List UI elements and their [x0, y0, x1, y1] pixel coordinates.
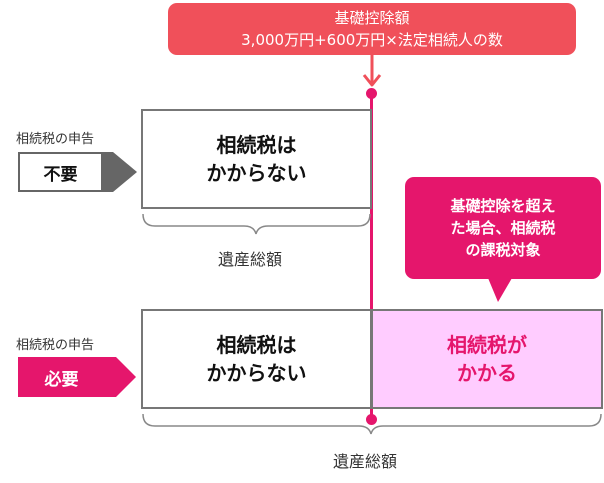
- basic-deduction-callout: 基礎控除額 3,000万円+600万円×法定相続人の数: [168, 3, 576, 55]
- taxable-callout: 基礎控除を超え た場合、相続税 の課税対象: [405, 177, 601, 279]
- brace-row1: [142, 213, 371, 235]
- threshold-dot-top: [366, 88, 377, 99]
- taxed-box-row2: 相続税が かかる: [371, 309, 603, 409]
- brace-row2: [142, 413, 602, 435]
- taxable-callout-line2: た場合、相続税: [450, 219, 556, 237]
- taxable-callout-line3: の課税対象: [465, 241, 541, 259]
- no-tax-text-line1-row2: 相続税は: [216, 333, 297, 357]
- callout-pointer-icon: [488, 278, 512, 302]
- no-tax-text-line2: かからない: [206, 161, 307, 185]
- declaration-label-row2: 相続税の申告: [16, 338, 95, 353]
- no-tax-text-line1: 相続税は: [216, 133, 297, 157]
- taxed-text-line1: 相続税が: [447, 333, 527, 357]
- right-arrow-icon: [103, 152, 137, 192]
- threshold-line: [370, 92, 373, 420]
- threshold-dot-bottom: [366, 414, 377, 425]
- right-arrow-pink-icon: [104, 357, 136, 397]
- no-tax-text-line2-row2: かからない: [206, 361, 307, 385]
- basic-deduction-title: 基礎控除額: [334, 9, 410, 27]
- taxable-callout-line1: 基礎控除を超え: [450, 197, 556, 215]
- not-required-tag: 不要: [18, 152, 103, 192]
- down-arrow-icon: [362, 55, 382, 87]
- declaration-label-row1: 相続税の申告: [16, 132, 95, 147]
- estate-total-caption-row1: 遺産総額: [218, 250, 283, 269]
- no-tax-box-row2: 相続税は かからない: [141, 309, 372, 409]
- required-tag: 必要: [18, 357, 105, 397]
- no-tax-box-row1: 相続税は かからない: [141, 109, 372, 209]
- taxed-text-line2: かかる: [457, 361, 517, 385]
- basic-deduction-formula: 3,000万円+600万円×法定相続人の数: [241, 31, 503, 49]
- estate-total-caption-row2: 遺産総額: [333, 452, 398, 471]
